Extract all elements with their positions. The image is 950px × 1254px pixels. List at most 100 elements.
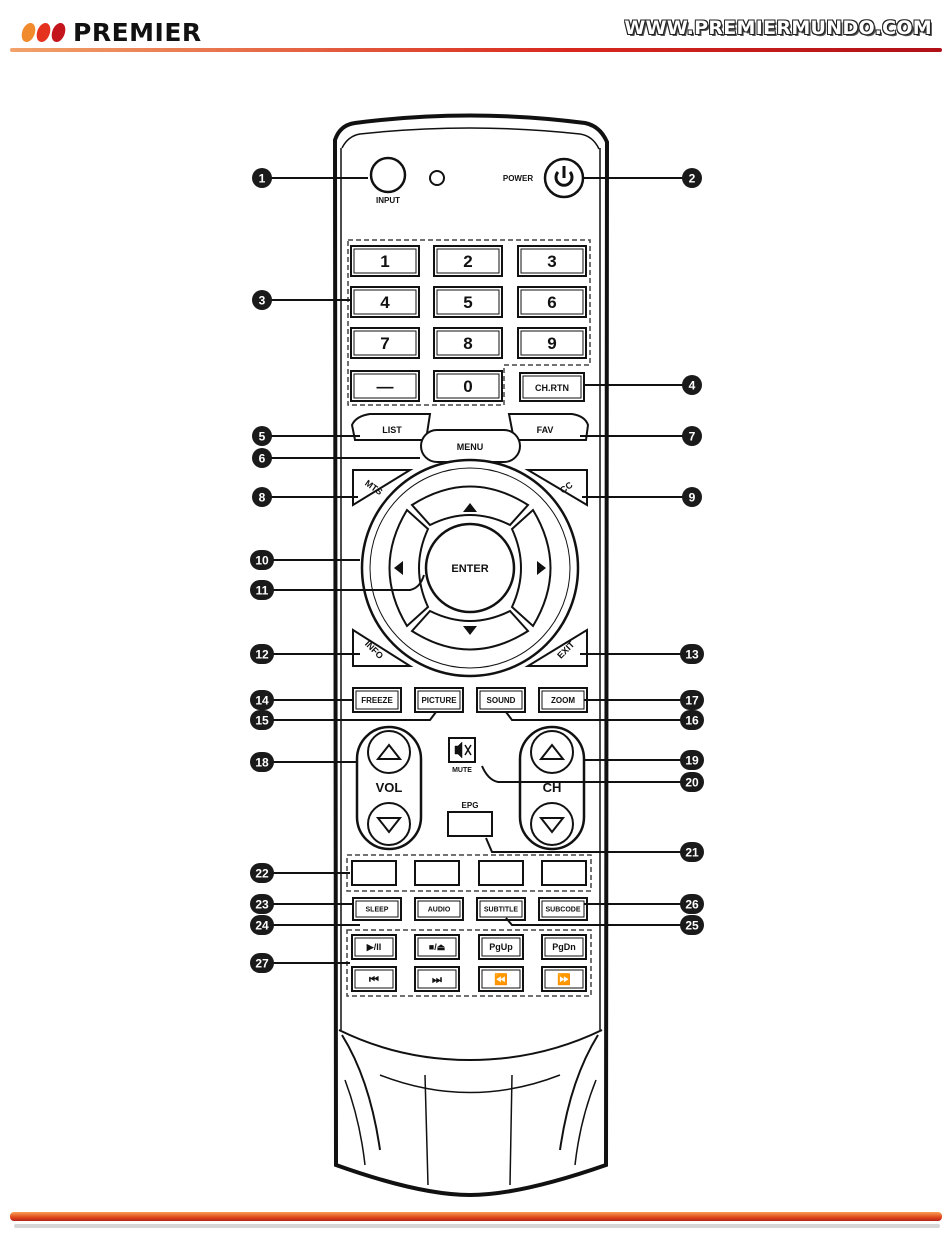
callout-26: 26 (680, 894, 704, 914)
digit-button-2-label: 2 (463, 252, 472, 271)
led-indicator (430, 171, 444, 185)
digit-button-6[interactable]: 6 (518, 287, 586, 317)
sleep-button[interactable]: SLEEP (353, 898, 401, 920)
zoom-button-label: ZOOM (551, 696, 575, 705)
callout-23: 23 (250, 894, 274, 914)
digit-button-1-label: 1 (380, 252, 389, 271)
stop-eject-button-label: ■/⏏ (429, 942, 446, 952)
svg-text:EPG: EPG (462, 801, 479, 810)
sound-button[interactable]: SOUND (477, 688, 525, 712)
sleep-button-label: SLEEP (366, 907, 389, 914)
color-key-2[interactable] (415, 861, 459, 885)
volume-up-button[interactable] (368, 731, 410, 773)
digit-button-3[interactable]: 3 (518, 246, 586, 276)
callout-12-label: 12 (255, 648, 269, 662)
page-up-button[interactable]: PgUp (479, 935, 523, 959)
callout-12: 12 (250, 644, 274, 664)
list-button[interactable]: LIST (352, 414, 430, 440)
callout-14-label: 14 (255, 694, 269, 708)
digit-button-3-label: 3 (547, 252, 556, 271)
enter-button[interactable]: ENTER (426, 524, 514, 612)
audio-button[interactable]: AUDIO (415, 898, 463, 920)
sound-button-label: SOUND (487, 696, 516, 705)
footer-divider-shadow (14, 1224, 940, 1228)
input-button[interactable]: INPUT (371, 158, 405, 205)
next-button-label: ⏭ (432, 974, 442, 986)
callout-13-label: 13 (685, 648, 699, 662)
zoom-button[interactable]: ZOOM (539, 688, 587, 712)
callout-1-label: 1 (259, 172, 266, 186)
fast-forward-button[interactable]: ⏩ (542, 967, 586, 991)
callout-7-label: 7 (689, 430, 696, 444)
callout-15-label: 15 (255, 714, 269, 728)
digit-button-2[interactable]: 2 (434, 246, 502, 276)
digit-button-0-label: 0 (463, 377, 472, 396)
digit-button-4[interactable]: 4 (351, 287, 419, 317)
digit-button-5[interactable]: 5 (434, 287, 502, 317)
channel-down-button[interactable] (531, 803, 573, 845)
callout-16: 16 (680, 710, 704, 730)
mute-button[interactable]: MUTE (449, 738, 475, 774)
digit-button-8[interactable]: 8 (434, 328, 502, 358)
svg-text:MENU: MENU (457, 442, 484, 452)
previous-button[interactable]: ⏮ (352, 967, 396, 991)
fast-forward-button-label: ⏩ (557, 973, 571, 986)
svg-text:ENTER: ENTER (451, 563, 488, 575)
subcode-button[interactable]: SUBCODE (539, 898, 587, 920)
freeze-button[interactable]: FREEZE (353, 688, 401, 712)
dash-button-label: — (377, 377, 394, 396)
dash-button[interactable]: — (351, 371, 419, 401)
svg-text:LIST: LIST (382, 425, 402, 435)
callout-15: 15 (250, 710, 274, 730)
callout-19: 19 (680, 750, 704, 770)
digit-button-7[interactable]: 7 (351, 328, 419, 358)
svg-text:INPUT: INPUT (376, 196, 400, 205)
callout-11-label: 11 (256, 584, 269, 598)
callout-6: 6 (252, 448, 272, 468)
ch-rtn-button[interactable]: CH.RTN (520, 373, 584, 401)
freeze-button-label: FREEZE (361, 696, 393, 705)
callout-9: 9 (682, 487, 702, 507)
page-down-button-label: PgDn (552, 942, 576, 952)
callout-17: 17 (680, 690, 704, 710)
footer-divider (10, 1212, 942, 1221)
digit-button-1[interactable]: 1 (351, 246, 419, 276)
callout-26-label: 26 (685, 898, 699, 912)
picture-button[interactable]: PICTURE (415, 688, 463, 712)
callout-20-label: 20 (685, 776, 699, 790)
callout-4-label: 4 (689, 379, 696, 393)
callout-11: 11 (250, 580, 274, 600)
callout-19-label: 19 (685, 754, 699, 768)
subtitle-button[interactable]: SUBTITLE (477, 898, 525, 920)
page-down-button[interactable]: PgDn (542, 935, 586, 959)
callout-2-label: 2 (689, 172, 696, 186)
color-key-1[interactable] (352, 861, 396, 885)
next-button[interactable]: ⏭ (415, 967, 459, 991)
digit-button-9[interactable]: 9 (518, 328, 586, 358)
callout-14: 14 (250, 690, 274, 710)
callout-10-label: 10 (255, 554, 269, 568)
digit-button-0[interactable]: 0 (434, 371, 502, 401)
channel-up-button[interactable] (531, 731, 573, 773)
play-pause-button[interactable]: ▶/II (352, 935, 396, 959)
callout-6-label: 6 (259, 452, 266, 466)
rewind-button[interactable]: ⏪ (479, 967, 523, 991)
callout-21: 21 (680, 842, 704, 862)
fav-button[interactable]: FAV (509, 414, 588, 440)
callout-16-label: 16 (685, 714, 699, 728)
color-key-4[interactable] (542, 861, 586, 885)
volume-down-button[interactable] (368, 803, 410, 845)
callout-8-label: 8 (259, 491, 266, 505)
audio-button-label: AUDIO (428, 907, 451, 914)
digit-button-7-label: 7 (380, 334, 389, 353)
callout-8: 8 (252, 487, 272, 507)
previous-button-label: ⏮ (369, 974, 379, 986)
callout-25: 25 (680, 915, 704, 935)
callout-1: 1 (252, 168, 272, 188)
menu-button[interactable]: MENU (421, 430, 520, 462)
color-key-3[interactable] (479, 861, 523, 885)
callout-17-label: 17 (685, 694, 699, 708)
stop-eject-button[interactable]: ■/⏏ (415, 935, 459, 959)
picture-button-label: PICTURE (421, 696, 457, 705)
